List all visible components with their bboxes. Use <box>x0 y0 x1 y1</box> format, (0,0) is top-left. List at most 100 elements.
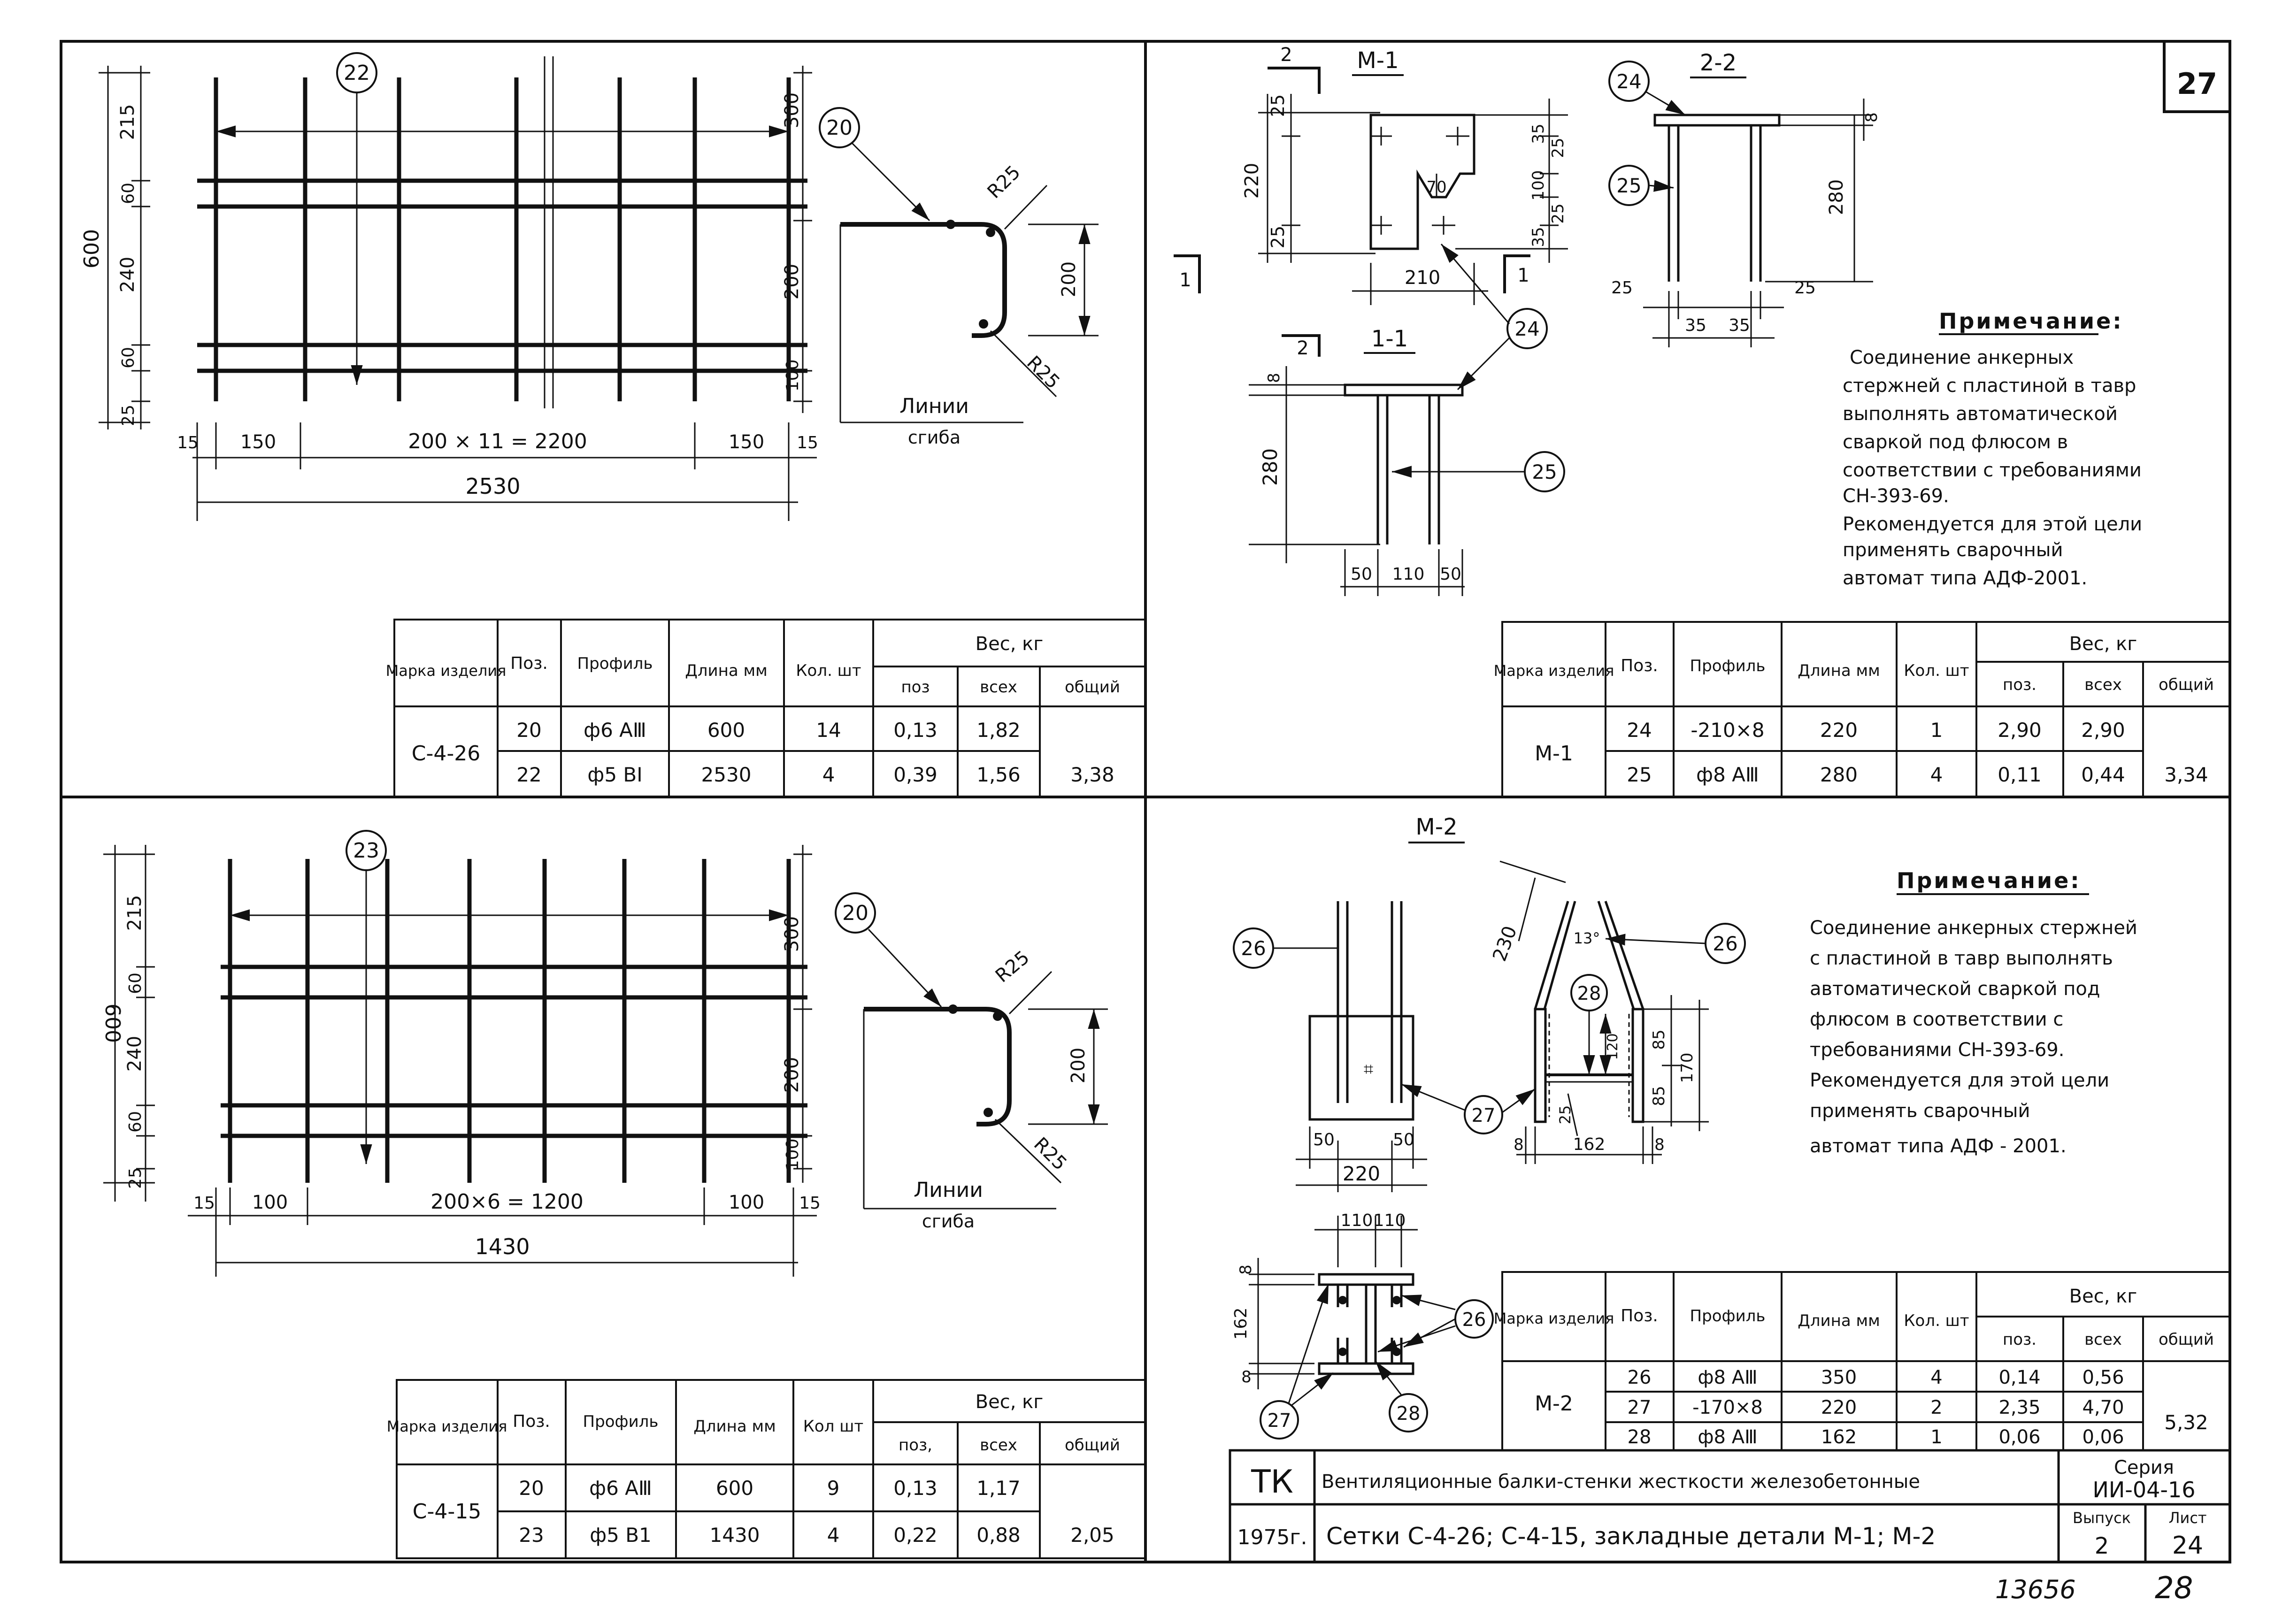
page-number: 28 <box>2155 1571 2193 1606</box>
view-title-m-2: М-2 <box>1415 814 1457 840</box>
callout-27-label: 27 <box>1268 1410 1291 1432</box>
radius-25-bottom: R25 <box>1022 352 1064 393</box>
table-cell: 26 <box>1628 1367 1652 1388</box>
table-header-profile: Профиль <box>577 654 653 673</box>
table-cell: 4 <box>827 1524 840 1547</box>
callout-20 <box>835 892 876 934</box>
rod-20-bent <box>864 1004 1012 1126</box>
callout-25-label: 25 <box>1616 174 1641 197</box>
dim-8-top: 8 <box>1237 1264 1255 1275</box>
table-header-pos: Поз. <box>513 1412 550 1431</box>
table-cell: 25 <box>1627 763 1652 786</box>
table-total: 3,34 <box>2164 763 2208 786</box>
spec-table-c-4-26: Марка изделия Поз. Профиль Длина мм Кол.… <box>386 619 1146 798</box>
radius-25-top: R25 <box>984 161 1025 203</box>
table-header-weight: Вес, кг <box>976 1391 1044 1413</box>
table-cell: 1,17 <box>976 1477 1021 1500</box>
table-header-qty: Кол. шт <box>1904 661 1969 680</box>
table-cell: 0,14 <box>1998 1367 2040 1388</box>
note-line: стержней с пластиной в тавр <box>1843 375 2136 397</box>
table-header-weight-all: всех <box>980 1436 1017 1455</box>
break-line <box>544 56 554 408</box>
note-line: с пластиной в тавр выполнять <box>1810 948 2113 969</box>
table-cell: 1 <box>1930 1426 1942 1448</box>
table-cell: 14 <box>816 719 841 742</box>
dim-25: 25 <box>1556 1105 1574 1125</box>
table-total: 3,38 <box>1070 763 1114 786</box>
dim-100-right: 100 <box>729 1192 764 1213</box>
table-cell: 23 <box>519 1524 544 1547</box>
view-title-m-1: М-1 <box>1357 47 1399 74</box>
dim-162-side: 162 <box>1231 1308 1251 1340</box>
callout-25-label: 25 <box>1532 460 1557 483</box>
table-cell: 1,82 <box>976 719 1021 742</box>
callout-22-label: 22 <box>344 61 370 85</box>
table-header-pos: Поз. <box>1621 1306 1658 1325</box>
longitudinal-rods <box>197 178 807 373</box>
callout-20 <box>819 107 860 148</box>
table-header-pos: Поз. <box>510 654 548 673</box>
radius-25-bottom: R25 <box>1030 1134 1071 1175</box>
dim-200-left: 200 <box>781 264 803 299</box>
table-cell: 0,56 <box>2082 1367 2124 1388</box>
section-mark-1-right: 1 <box>1517 265 1529 286</box>
table-header-qty: Кол. шт <box>1904 1311 1969 1330</box>
note-m-1: Примечание: Соединение анкерных стержней… <box>1843 308 2142 589</box>
note-line: применять сварочный <box>1810 1100 2030 1122</box>
table-cell: 27 <box>1628 1397 1652 1418</box>
dim-60-bottom: 60 <box>126 1111 145 1133</box>
table-cell: 4 <box>1930 763 1943 786</box>
note-line: применять сварочный <box>1843 539 2063 561</box>
dim-25: 25 <box>126 1167 145 1189</box>
note-line: требованиями СН-393-69. <box>1810 1039 2064 1061</box>
weld-mark: ⌗ <box>1364 1060 1373 1079</box>
dim-25-bottom: 25 <box>1268 226 1288 248</box>
table-header-length: Длина мм <box>1798 661 1880 680</box>
dim-100: 100 <box>783 1139 802 1171</box>
table-cell: 0,11 <box>1998 763 2042 786</box>
note-line: Рекомендуется для этой цели <box>1810 1070 2109 1091</box>
note-m-2: Примечание: Соединение анкерных стержней… <box>1810 868 2137 1157</box>
callout-24-label: 24 <box>1514 317 1539 340</box>
dim-8-lower: 8 <box>1265 373 1283 383</box>
dim-100: 100 <box>783 360 802 392</box>
title-block-sheet-label: Лист <box>2168 1509 2206 1527</box>
dim-600: 600 <box>80 229 104 268</box>
table-header-qty: Кол. шт <box>796 661 861 680</box>
view-title-1-1: 1-1 <box>1371 326 1408 352</box>
note-line: соответствии с требованиями <box>1843 460 2142 481</box>
dim-1430: 1430 <box>475 1234 530 1259</box>
section-mark-2: 2 <box>1280 44 1292 66</box>
dim-35-right: 35 <box>1729 316 1750 335</box>
table-header-weight-total: общий <box>2159 1330 2214 1349</box>
table-cell: 600 <box>716 1477 753 1500</box>
table-cell: 0,13 <box>893 1477 938 1500</box>
table-header-length: Длина мм <box>685 661 768 680</box>
mesh-c-4-26-drawing: 215 60 240 60 25 600 300 200 100 15 150 … <box>80 52 1099 521</box>
dim-25-right-bottom: 25 <box>1549 203 1568 223</box>
table-header-weight: Вес, кг <box>2069 1286 2137 1307</box>
dim-8-right: 8 <box>1654 1135 1665 1154</box>
sheet-number-box: 27 <box>2163 40 2231 113</box>
callout-20-label: 20 <box>842 901 868 925</box>
table-cell: 2,90 <box>1998 719 2042 742</box>
callout-27-label: 27 <box>1472 1105 1496 1126</box>
bend-line-label-2: сгиба <box>908 427 961 448</box>
dim-100: 100 <box>1529 170 1548 201</box>
dim-25-right-top: 25 <box>1549 138 1568 158</box>
dim-120: 120 <box>1605 1033 1621 1060</box>
note-title: Примечание: <box>1939 308 2123 334</box>
title-block-issue-label: Выпуск <box>2073 1509 2131 1527</box>
table-mark-value: М-2 <box>1535 1392 1573 1416</box>
table-header-mark: Марка изделия <box>1494 662 1614 680</box>
dim-85-bottom: 85 <box>1650 1086 1668 1106</box>
title-block: ТК 1975г. Вентиляционные балки-стенки же… <box>1229 1449 2231 1563</box>
dim-60-bottom: 60 <box>119 347 138 368</box>
dim-100-left: 100 <box>252 1192 288 1213</box>
table-cell: 2 <box>1930 1397 1942 1418</box>
callout-27 <box>1464 1095 1503 1134</box>
rod-20-bent <box>840 220 1007 338</box>
table-header-weight-pos: поз <box>901 678 930 697</box>
table-cell: 4,70 <box>2082 1397 2124 1418</box>
dim-60-top: 60 <box>126 973 145 994</box>
